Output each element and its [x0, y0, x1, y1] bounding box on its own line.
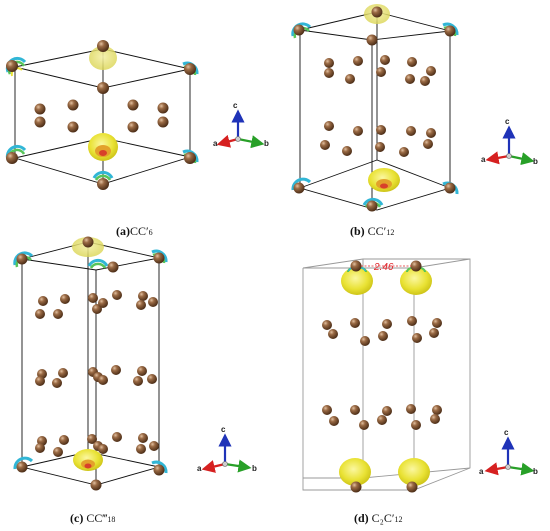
panel-c-isosurfaces: [13, 237, 168, 474]
panel-b-axis-a-label: a: [481, 155, 486, 164]
panel-a-axis-a-label: a: [213, 139, 218, 148]
caption-panel-c: (c) CC‴18: [70, 511, 115, 526]
panel-b-axis-c-label: c: [505, 117, 510, 126]
panel-d-structure: 2.46 a b c: [302, 258, 538, 493]
panel-a-atoms: [6, 40, 196, 190]
panel-d-bond: 2.46: [361, 262, 411, 273]
panel-d-bond-length-label: 2.46: [373, 262, 394, 273]
panel-c-corner-lobes: [13, 249, 168, 474]
panel-d-atoms: [322, 260, 442, 493]
caption-panel-b: (b) CC′12: [350, 224, 394, 239]
panel-b-axis-b-label: b: [533, 157, 538, 166]
panel-a-axis-c-label: c: [233, 101, 238, 110]
panel-b-isosurfaces: [291, 4, 459, 208]
caption-a-letter: (a): [116, 224, 130, 238]
caption-c-name: CC‴: [86, 511, 108, 525]
caption-c-letter: (c): [70, 511, 84, 525]
panel-d-axis-b-label: b: [533, 467, 538, 476]
panel-c-axis-c-label: c: [221, 425, 226, 434]
caption-a-sub: 6: [148, 228, 153, 237]
caption-d-letter: (d): [354, 511, 369, 525]
panel-b-structure: a b c: [291, 4, 538, 212]
panel-c-axis-a-label: a: [197, 464, 202, 473]
panel-d-axis-c-label: c: [504, 428, 509, 437]
panel-d-unit-cell: [302, 258, 471, 491]
panel-c-axis-b-label: b: [252, 464, 257, 473]
caption-b-letter: (b): [350, 224, 365, 238]
panel-d-axis-a-label: a: [479, 467, 484, 476]
panel-d-axis-triad: a b c: [479, 428, 538, 476]
caption-panel-d: (d) C₂C′12: [354, 511, 403, 526]
caption-b-sub: 12: [386, 228, 395, 237]
caption-panel-a: (a)CC′6: [116, 224, 153, 239]
caption-c-sub: 18: [107, 515, 116, 524]
panel-a-axis-b-label: b: [264, 139, 269, 148]
panel-d-isosurfaces: [339, 266, 432, 486]
caption-d-name: C₂C′: [371, 511, 395, 525]
panel-c-structure: a b c: [13, 236, 257, 491]
panel-a-axis-triad: a b c: [213, 101, 269, 149]
caption-a-name: CC′: [130, 224, 149, 238]
panel-c-axis-triad: a b c: [197, 425, 257, 473]
panel-a-isosurfaces: [5, 46, 199, 181]
panel-c-atoms: [16, 236, 165, 491]
panel-b-axis-triad: a b c: [481, 117, 538, 166]
panel-a-structure: a b c: [5, 40, 269, 190]
caption-d-sub: 12: [394, 515, 403, 524]
panel-b-atoms: [293, 6, 456, 212]
caption-b-name: CC′: [367, 224, 387, 238]
